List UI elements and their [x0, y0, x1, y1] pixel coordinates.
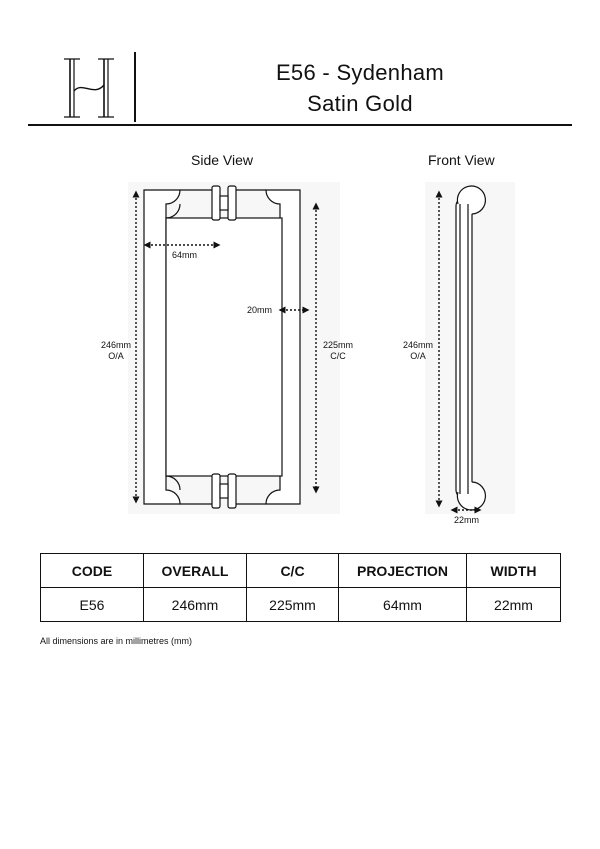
cell-code: E56	[40, 587, 144, 622]
product-finish: Satin Gold	[307, 91, 413, 116]
dimensions-note: All dimensions are in millimetres (mm)	[40, 636, 193, 646]
dim-overall-side-label: 246mm O/A	[100, 340, 131, 361]
front-view-handle	[455, 185, 487, 511]
header-width: WIDTH	[466, 553, 561, 588]
table-row: E56 246mm 225mm 64mm 22mm	[40, 587, 561, 622]
spec-table: CODE OVERALL C/C PROJECTION WIDTH E56 24…	[40, 553, 561, 622]
side-view-handle	[143, 185, 301, 509]
header-overall: OVERALL	[143, 553, 247, 588]
dim-bar-label: 20mm	[247, 305, 273, 315]
dim-centres-label: 225mm C/C	[322, 340, 353, 361]
brand-logo	[64, 58, 114, 118]
header-code: CODE	[40, 553, 144, 588]
cell-centres: 225mm	[246, 587, 339, 622]
header-centres: C/C	[246, 553, 339, 588]
dim-projection-label: 64mm	[172, 250, 198, 260]
cell-width: 22mm	[466, 587, 561, 622]
header-rule	[28, 124, 572, 126]
cell-projection: 64mm	[338, 587, 467, 622]
product-title: E56 - Sydenham	[275, 60, 445, 85]
header-divider	[134, 52, 136, 122]
header-projection: PROJECTION	[338, 553, 467, 588]
dim-width-label: 22mm	[454, 515, 480, 525]
dim-overall-front-label: 246mm O/A	[402, 340, 433, 361]
front-view-label: Front View	[428, 152, 495, 168]
cell-overall: 246mm	[143, 587, 247, 622]
table-header-row: CODE OVERALL C/C PROJECTION WIDTH	[40, 553, 561, 588]
side-view-label: Side View	[191, 152, 254, 168]
